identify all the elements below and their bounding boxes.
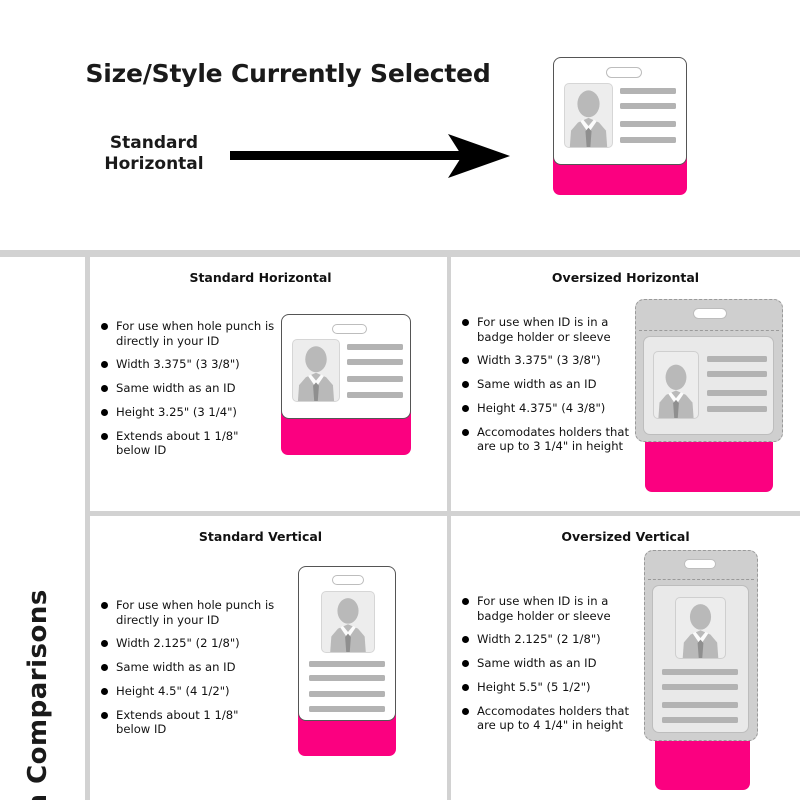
badge-illustration-oversized-vertical bbox=[641, 548, 766, 793]
list-item: Width 3.375" (3 3/8") bbox=[100, 357, 275, 372]
quadrant-standard-vertical: Standard Vertical For use when hole punc… bbox=[90, 516, 447, 800]
badge-text-line bbox=[707, 356, 767, 362]
quadrant-oversized-horizontal: Oversized Horizontal For use when ID is … bbox=[451, 257, 800, 511]
badge-id-card bbox=[298, 566, 396, 721]
badge-id-card bbox=[643, 336, 774, 435]
badge-illustration-standard-horizontal bbox=[275, 312, 425, 467]
selected-badge-preview bbox=[545, 55, 695, 200]
badge-text-line bbox=[309, 691, 385, 697]
badge-text-line bbox=[662, 684, 738, 690]
quadrant-title: Standard Vertical bbox=[198, 529, 323, 544]
quadrant-bullet-list: For use when hole punch is directly in y… bbox=[100, 598, 275, 746]
quadrant-bullet-list: For use when hole punch is directly in y… bbox=[100, 319, 275, 467]
currently-selected-section: Size/Style Currently Selected Standard H… bbox=[0, 0, 800, 250]
badge-text-line bbox=[662, 669, 738, 675]
badge-text-line bbox=[309, 706, 385, 712]
badge-slot-icon bbox=[332, 324, 367, 334]
list-item: Accomodates holders that are up to 3 1/4… bbox=[461, 425, 643, 454]
sleeve-seam-line bbox=[639, 330, 779, 331]
quadrant-title: Oversized Vertical bbox=[561, 529, 690, 544]
list-item: Accomodates holders that are up to 4 1/4… bbox=[461, 704, 643, 733]
selected-style-label: Standard Horizontal bbox=[84, 133, 224, 174]
badge-text-line bbox=[347, 344, 403, 350]
list-item: For use when hole punch is directly in y… bbox=[100, 319, 275, 348]
list-item: Same width as an ID bbox=[461, 656, 643, 671]
quadrant-standard-horizontal: Standard Horizontal For use when hole pu… bbox=[90, 257, 447, 511]
list-item: Height 3.25" (3 1/4") bbox=[100, 405, 275, 420]
badge-text-line bbox=[620, 88, 676, 94]
badge-photo-placeholder bbox=[564, 83, 613, 148]
quadrant-title: Standard Horizontal bbox=[189, 270, 332, 285]
badge-text-line bbox=[662, 702, 738, 708]
comparison-panel: Size Option Comparisons Standard Horizon… bbox=[0, 250, 800, 800]
badge-id-card bbox=[553, 57, 687, 165]
list-item: Same width as an ID bbox=[100, 660, 275, 675]
badge-text-line bbox=[620, 137, 676, 143]
list-item: Height 4.375" (4 3/8") bbox=[461, 401, 643, 416]
list-item: Extends about 1 1/8" below ID bbox=[100, 429, 275, 458]
sidebar-title: Size Option Comparisons bbox=[23, 589, 53, 800]
list-item: Height 4.5" (4 1/2") bbox=[100, 684, 275, 699]
badge-photo-placeholder bbox=[675, 597, 726, 659]
badge-text-line bbox=[347, 359, 403, 365]
list-item: For use when hole punch is directly in y… bbox=[100, 598, 275, 627]
list-item: Same width as an ID bbox=[100, 381, 275, 396]
badge-slot-icon bbox=[332, 575, 364, 585]
right-arrow-icon bbox=[230, 130, 510, 182]
quadrant-bullet-list: For use when ID is in a badge holder or … bbox=[461, 594, 643, 742]
badge-holder-sleeve bbox=[635, 299, 783, 442]
badge-text-line bbox=[707, 406, 767, 412]
badge-photo-placeholder bbox=[321, 591, 375, 653]
badge-slot-icon bbox=[606, 67, 642, 78]
divider-vertical-center bbox=[447, 257, 451, 800]
list-item: Width 2.125" (2 1/8") bbox=[461, 632, 643, 647]
badge-slot-icon bbox=[684, 559, 716, 569]
list-item: Height 5.5" (5 1/2") bbox=[461, 680, 643, 695]
badge-id-card bbox=[281, 314, 411, 419]
badge-text-line bbox=[620, 103, 676, 109]
badge-text-line bbox=[347, 376, 403, 382]
divider-horizontal-center bbox=[90, 511, 800, 516]
divider-sidebar bbox=[85, 257, 90, 800]
badge-id-card bbox=[652, 585, 749, 733]
badge-holder-sleeve bbox=[644, 550, 758, 741]
badge-text-line bbox=[309, 661, 385, 667]
badge-text-line bbox=[707, 390, 767, 396]
page-title: Size/Style Currently Selected bbox=[85, 59, 491, 88]
divider-top bbox=[0, 250, 800, 257]
list-item: Width 3.375" (3 3/8") bbox=[461, 353, 643, 368]
quadrant-title: Oversized Horizontal bbox=[551, 270, 700, 285]
badge-text-line bbox=[620, 121, 676, 127]
sleeve-seam-line bbox=[648, 579, 754, 580]
list-item: Same width as an ID bbox=[461, 377, 643, 392]
list-item: For use when ID is in a badge holder or … bbox=[461, 315, 643, 344]
badge-photo-placeholder bbox=[292, 339, 340, 402]
badge-slot-icon bbox=[693, 308, 727, 319]
badge-photo-placeholder bbox=[653, 351, 699, 419]
badge-illustration-standard-vertical bbox=[295, 564, 405, 764]
badge-text-line bbox=[662, 717, 738, 723]
selected-style-line2: Horizontal bbox=[104, 153, 204, 174]
badge-text-line bbox=[347, 392, 403, 398]
quadrant-bullet-list: For use when ID is in a badge holder or … bbox=[461, 315, 643, 463]
list-item: Width 2.125" (2 1/8") bbox=[100, 636, 275, 651]
quadrant-oversized-vertical: Oversized Vertical For use when ID is in… bbox=[451, 516, 800, 800]
badge-illustration-oversized-horizontal bbox=[629, 297, 789, 497]
selected-style-line1: Standard bbox=[109, 133, 199, 153]
list-item: For use when ID is in a badge holder or … bbox=[461, 594, 643, 623]
badge-text-line bbox=[707, 371, 767, 377]
list-item: Extends about 1 1/8" below ID bbox=[100, 708, 275, 737]
badge-text-line bbox=[309, 675, 385, 681]
